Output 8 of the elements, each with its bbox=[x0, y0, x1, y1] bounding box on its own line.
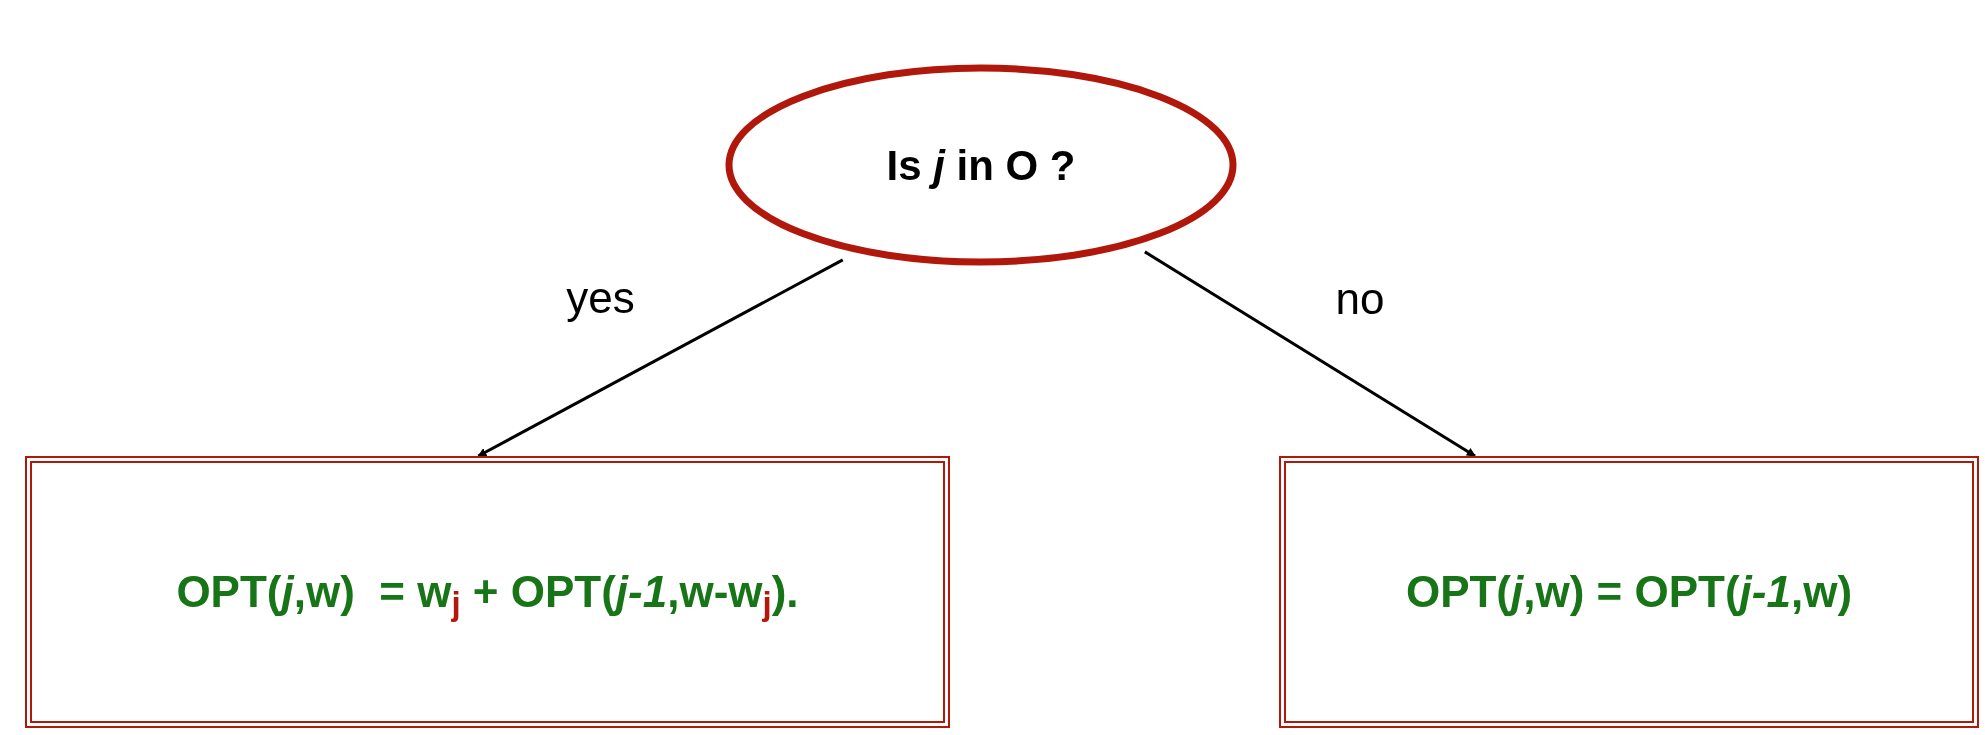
formula-text: OPT(j,w) = w$_{j}$ + OPT(j-1,w-w$_{j}$). bbox=[176, 566, 799, 625]
arrow bbox=[477, 258, 844, 458]
decision-ellipse bbox=[725, 64, 1237, 266]
formula-box bbox=[25, 456, 950, 728]
formula-box bbox=[1279, 456, 1979, 728]
question-text: Is j in O ? bbox=[886, 140, 1076, 191]
formula-text: OPT(j,w) = OPT(j-1,w) bbox=[1405, 566, 1853, 618]
arrow bbox=[1144, 250, 1476, 458]
